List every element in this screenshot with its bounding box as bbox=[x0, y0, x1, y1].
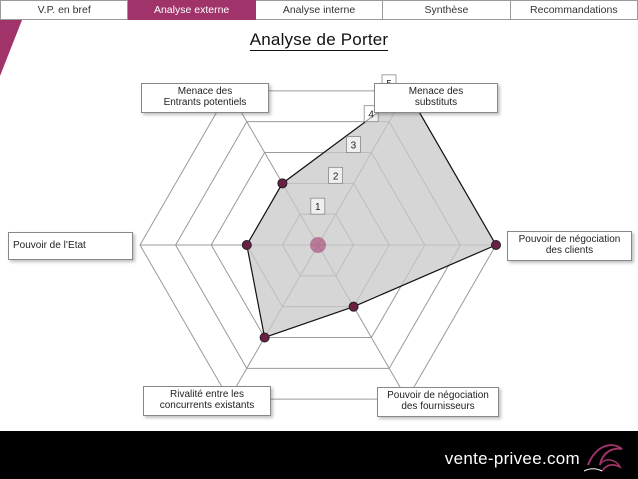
corner-accent bbox=[0, 20, 22, 76]
tab-analyse-interne[interactable]: Analyse interne bbox=[255, 0, 384, 20]
tab-recommandations[interactable]: Recommandations bbox=[510, 0, 638, 20]
page-title-text: Analyse de Porter bbox=[249, 30, 389, 51]
footer-bar: vente-privee.com bbox=[0, 431, 638, 479]
tick-label-4: 4 bbox=[368, 110, 374, 121]
porter-radar-chart: 12345 bbox=[139, 74, 501, 400]
center-marker bbox=[310, 237, 326, 253]
brand-logo-text: vente-privee.com bbox=[444, 449, 580, 468]
tick-label-3: 3 bbox=[351, 141, 357, 152]
data-point-1 bbox=[491, 240, 501, 250]
tick-box-1 bbox=[310, 197, 326, 215]
tick-box-2 bbox=[328, 166, 344, 184]
data-point-5 bbox=[277, 178, 288, 189]
data-point-4 bbox=[241, 240, 252, 250]
tab-v-p-en-bref[interactable]: V.P. en bref bbox=[0, 0, 129, 20]
page-title: Analyse de Porter bbox=[0, 30, 638, 51]
tab-synth-se[interactable]: Synthèse bbox=[383, 0, 511, 20]
tick-label-1: 1 bbox=[315, 202, 321, 213]
axis-label-4: Pouvoir de l’Etat bbox=[8, 232, 133, 260]
tick-box-3 bbox=[345, 136, 361, 153]
butterfly-logo-icon bbox=[583, 444, 623, 472]
tick-label-2: 2 bbox=[333, 171, 339, 182]
series-area bbox=[246, 89, 497, 339]
tab-analyse-externe[interactable]: Analyse externe bbox=[128, 0, 256, 20]
data-point-3 bbox=[259, 332, 270, 343]
data-point-2 bbox=[348, 301, 359, 312]
